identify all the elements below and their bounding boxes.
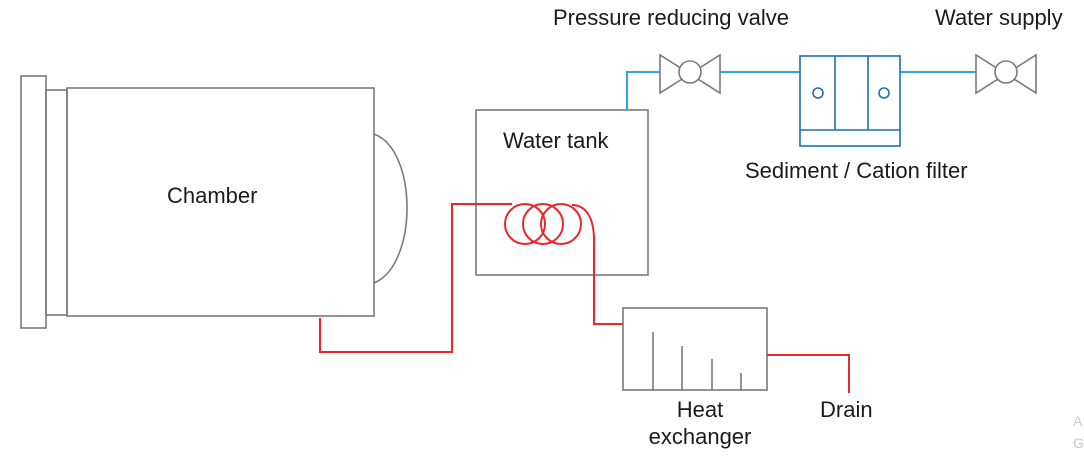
drain-label: Drain [820, 397, 873, 422]
chamber [20, 75, 408, 329]
hot-pipe [319, 203, 850, 393]
heat-exchanger [622, 307, 768, 391]
filter-icon [799, 55, 901, 147]
water-line-tank-to-valve [626, 71, 660, 110]
heat-exchanger-label-line1: Heat [676, 397, 724, 422]
filter-label: Sediment / Cation filter [745, 158, 968, 183]
chamber-door-frame [45, 89, 68, 316]
chamber-body [66, 87, 375, 317]
pressure-reducing-valve-label: Pressure reducing valve [553, 5, 790, 30]
coil-loop [540, 203, 582, 245]
heat-exchanger-label-line2: exchanger [648, 424, 752, 449]
chamber-label: Chamber [167, 183, 258, 208]
water-line [626, 71, 976, 110]
hot-pipe-chamber-to-coil [319, 203, 512, 353]
coil-loop [522, 203, 564, 245]
water-supply-label: Water supply [935, 5, 1063, 30]
chamber-rear-dome [373, 133, 408, 284]
water-tank-label: Water tank [503, 128, 609, 153]
heat-exchanger-body [622, 307, 768, 391]
hot-pipe-exchanger-to-drain [767, 354, 850, 393]
watermark-letter: G [1073, 435, 1084, 451]
watermark-letter: A [1073, 413, 1083, 429]
hot-pipe-coil-to-exchanger [571, 204, 623, 325]
chamber-door-panel [20, 75, 47, 329]
pressure-reducing-valve-icon [659, 53, 721, 95]
water-tank [475, 109, 649, 276]
coil-loop [504, 203, 546, 245]
water-supply-valve-icon [975, 53, 1037, 95]
